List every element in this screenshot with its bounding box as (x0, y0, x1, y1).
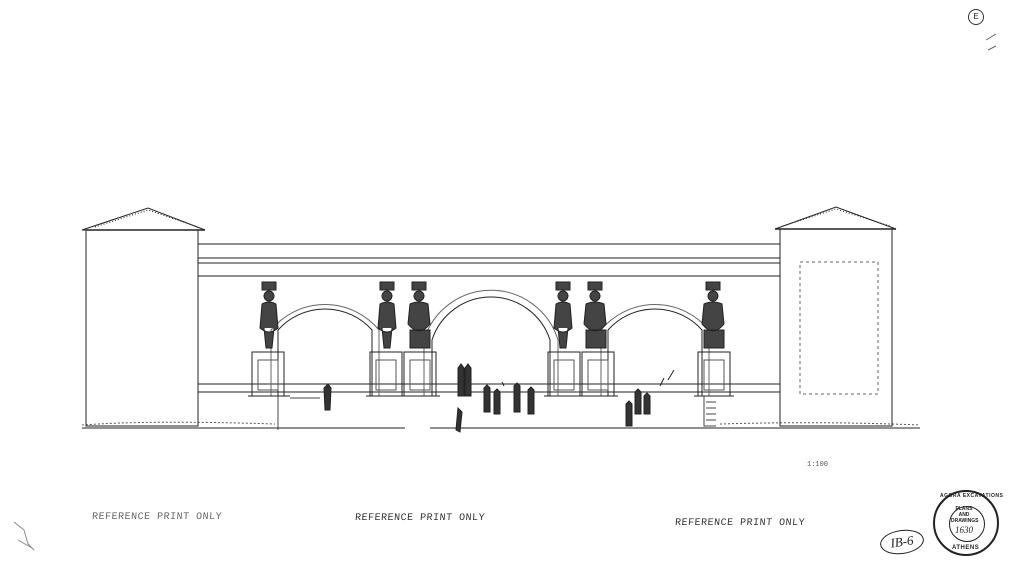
stamp-center-text: PLANS AND DRAWINGS (951, 506, 979, 524)
reference-print-stamp-right: REFERENCE PRINT ONLY (674, 518, 806, 529)
stamp-ring-top: AGORA EXCAVATIONS (940, 493, 1004, 499)
scale-figures (323, 363, 675, 433)
stamp-number: 1630 (955, 525, 973, 535)
reference-print-stamp-left: REFERENCE PRINT ONLY (91, 512, 223, 523)
stamp-ring-bottom: ATHENS (952, 545, 980, 551)
scale-note: 1:100 (807, 461, 829, 469)
stamp-line-and: AND (958, 512, 970, 518)
right-tower (774, 206, 897, 427)
scan-artifact (13, 521, 35, 551)
arches (270, 289, 710, 396)
reference-print-stamp-center: REFERENCE PRINT ONLY (354, 513, 486, 524)
steps (277, 396, 716, 430)
left-tower (81, 207, 206, 427)
sheet-mark: E (968, 9, 984, 25)
stamp-line-drawings: DRAWINGS (951, 518, 979, 524)
caryatid-figures (259, 281, 725, 349)
pedestals (248, 351, 734, 397)
archive-stamp (933, 490, 999, 556)
facade-wall (197, 243, 781, 393)
stamp-line-plans: PLANS (955, 506, 973, 512)
